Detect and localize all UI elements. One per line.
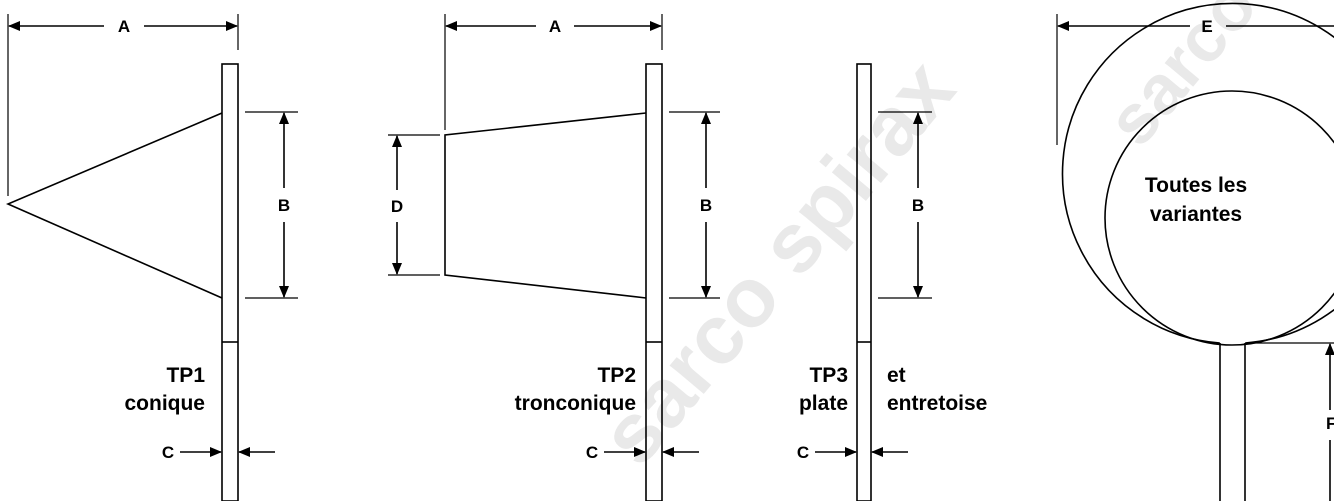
watermark-text-main: sarco spirax [582,42,972,482]
tp2-plate [645,63,663,501]
tp1-c-label: C [162,443,174,462]
tp1-caption-name: TP1 [166,364,205,387]
tp2-caption-name: TP2 [597,364,636,387]
tp2-a-label: A [549,17,561,36]
watermark-text-side: sarco [1092,0,1272,160]
tp2-c-label: C [586,443,598,462]
tp1-plate [221,63,239,501]
ring-e-label: E [1201,17,1212,36]
ring-caption-line2: variantes [1150,203,1242,226]
tp3-caption-type: plate [799,392,848,415]
tp3-c-label: C [797,443,809,462]
ring-outer-edge [1061,2,1334,344]
tp1-conical-strainer: A B C TP1 conique [5,14,298,501]
ring-view-all-variants: E F Toutes les variantes [1056,2,1334,501]
ring-inner-edge [1104,90,1334,346]
tp2-b-label: B [700,196,712,215]
ring-caption-line1: Toutes les [1145,174,1247,197]
tp3-plate [856,63,872,501]
tp1-caption-type: conique [124,392,205,415]
tp1-a-label: A [118,17,130,36]
tp1-cone [5,112,223,299]
spacer-caption-connector: et [887,364,906,387]
spacer-caption-type: entretoise [887,392,987,415]
tp2-truncated-cone-strainer: A D B C TP2 tronconique [388,14,720,501]
tp2-caption-type: tronconique [515,392,636,415]
tp2-frustum [444,112,647,299]
tp3-b-label: B [912,196,924,215]
tp2-d-label: D [391,197,403,216]
ring-f-label: F [1326,414,1334,433]
tp1-b-label: B [278,196,290,215]
tp3-flat-strainer-and-spacer: B C TP3 plate et entretoise [797,63,987,501]
tp3-caption-name: TP3 [809,364,848,387]
